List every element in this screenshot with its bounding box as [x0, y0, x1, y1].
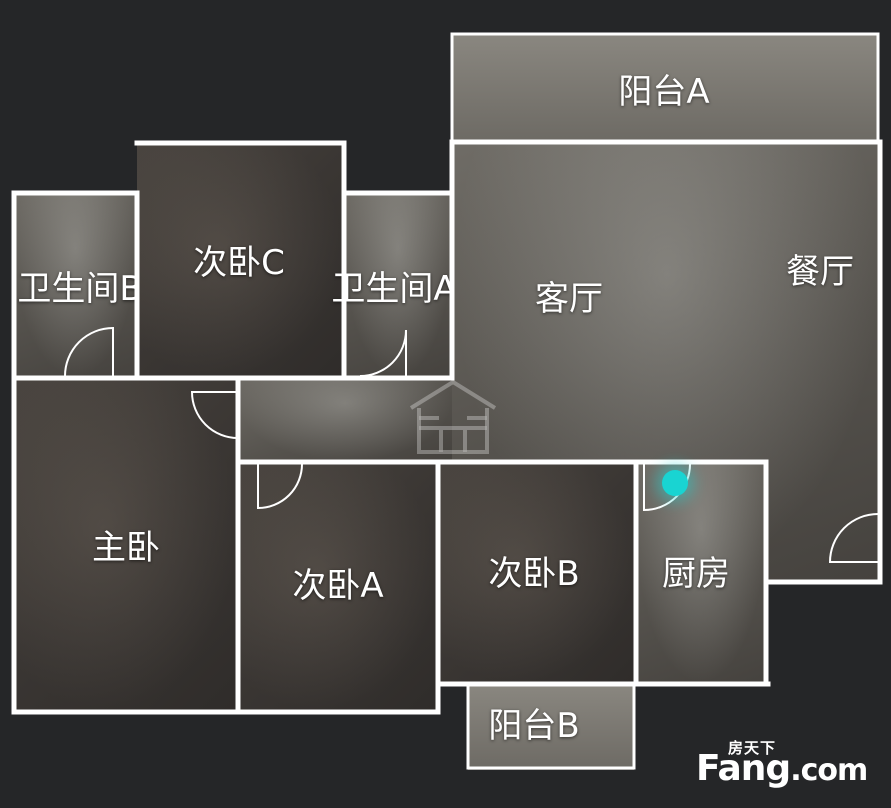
room-label-balcony-b: 阳台B [488, 706, 580, 746]
room-second-bedroom-c[interactable]: 次卧C [137, 143, 344, 378]
fang-logo[interactable]: Fang.com [696, 748, 868, 789]
room-master-bedroom[interactable]: 主卧 [14, 378, 238, 712]
room-label-second-bedroom-b: 次卧B [488, 554, 580, 594]
room-balcony-a[interactable]: 阳台A [452, 34, 878, 142]
room-second-bedroom-a[interactable]: 次卧A [238, 462, 438, 712]
room-label-master-bedroom: 主卧 [92, 528, 160, 568]
brand-english-domain: .com [790, 753, 868, 788]
brand-english-main: Fang [696, 748, 791, 789]
room-kitchen[interactable]: 厨房 [636, 462, 766, 684]
brand-chinese: 房天下 [728, 739, 777, 757]
room-bathroom-b[interactable]: 卫生间B [14, 193, 143, 378]
room-label-bathroom-b: 卫生间B [17, 269, 143, 309]
room-label-living-room: 客厅 [535, 279, 603, 319]
house-icon [409, 379, 497, 454]
current-position-marker[interactable] [662, 470, 688, 496]
room-bathroom-a[interactable]: 卫生间A [331, 193, 457, 378]
room-label-balcony-a: 阳台A [618, 72, 710, 112]
room-label-kitchen: 厨房 [662, 554, 730, 594]
room-balcony-b[interactable]: 阳台B [468, 684, 634, 770]
room-label-dining-room: 餐厅 [786, 252, 854, 292]
room-label-bathroom-a: 卫生间A [331, 269, 457, 309]
room-second-bedroom-b[interactable]: 次卧B [438, 462, 636, 684]
room-label-second-bedroom-c: 次卧C [193, 243, 285, 283]
room-label-second-bedroom-a: 次卧A [292, 566, 384, 606]
